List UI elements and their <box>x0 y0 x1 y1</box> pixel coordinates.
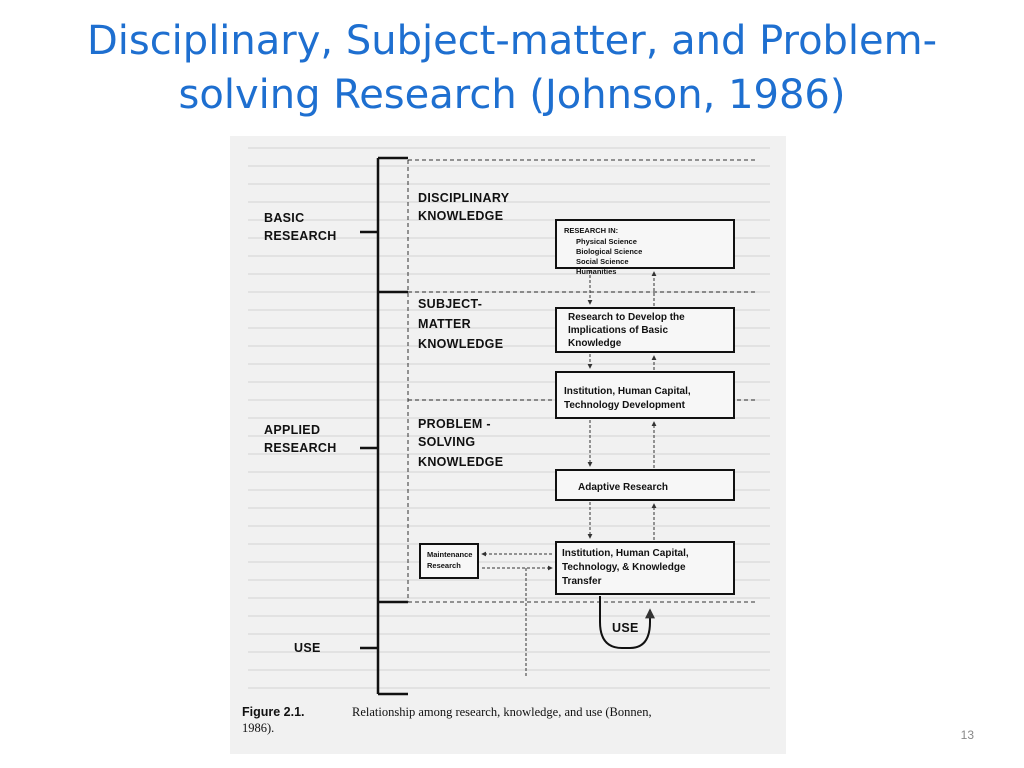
scanned-figure: BASIC RESEARCH APPLIED RESEARCH USE DISC… <box>230 136 786 754</box>
maintenance-research-box <box>419 543 479 579</box>
implications-box <box>555 307 735 353</box>
research-knowledge-diagram: BASIC RESEARCH APPLIED RESEARCH USE DISC… <box>242 147 770 735</box>
problem-solving-knowledge-label: PROBLEM - SOLVING KNOWLEDGE <box>418 417 503 469</box>
disciplinary-knowledge-label: DISCIPLINARY KNOWLEDGE <box>418 191 513 223</box>
use-label: USE <box>294 641 321 655</box>
slide-title-line-1: Disciplinary, Subject-matter, and Proble… <box>86 18 938 64</box>
transfer-text: Institution, Human Capital, Technology, … <box>562 548 691 587</box>
applied-research-label: APPLIED RESEARCH <box>264 423 337 455</box>
adaptive-research-box <box>555 469 735 501</box>
transfer-box <box>555 541 735 595</box>
maintenance-research-text: Maintenance Research <box>427 550 475 570</box>
flow-arrows <box>481 270 657 676</box>
research-in-text: RESEARCH IN: Physical Science Biological… <box>564 226 644 276</box>
subject-matter-knowledge-label: SUBJECT- MATTER KNOWLEDGE <box>418 297 503 351</box>
slide-title: Disciplinary, Subject-matter, and Proble… <box>40 14 984 122</box>
institution-text: Institution, Human Capital, Technology D… <box>564 386 693 411</box>
use-loop <box>599 596 655 649</box>
adaptive-research-text: Adaptive Research <box>578 482 668 493</box>
institution-box <box>555 371 735 419</box>
slide-number: 13 <box>960 728 974 742</box>
left-bracket <box>360 156 408 696</box>
implications-text: Research to Develop the Implications of … <box>568 312 688 349</box>
research-in-box <box>555 219 735 269</box>
use-loop-label: USE <box>612 621 639 635</box>
figure-caption: Figure 2.1. Relationship among research,… <box>242 705 655 735</box>
slide-title-line-2: solving Research (Johnson, 1986) <box>178 72 846 118</box>
basic-research-label: BASIC RESEARCH <box>264 211 337 243</box>
